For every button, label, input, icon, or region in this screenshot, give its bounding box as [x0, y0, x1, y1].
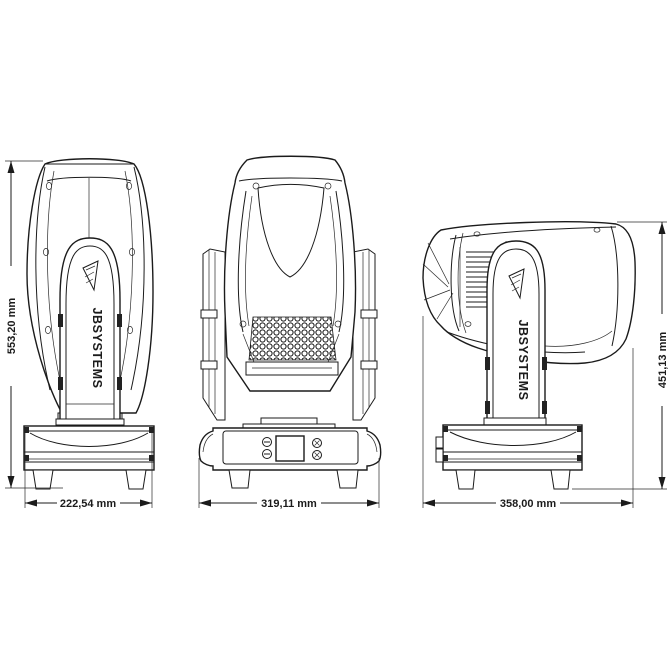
dimension-label-side-width: 222,54 mm	[60, 498, 116, 510]
menu-button	[262, 449, 272, 459]
front-view-left-arm	[200, 248, 226, 421]
dimension-profile-depth: 358,00 mm	[422, 316, 634, 510]
brand-logo-icon	[82, 260, 99, 292]
honeycomb-vent	[248, 316, 337, 361]
dimension-side-height: 553,20 mm	[3, 160, 63, 489]
front-view-head	[223, 155, 357, 392]
panel-screw-icon	[312, 438, 322, 448]
base-side-connector	[435, 436, 444, 449]
profile-view: JBSYSTEMS	[422, 221, 636, 490]
side-view: JBSYSTEMS	[23, 158, 155, 490]
profile-view-base	[435, 424, 583, 490]
base-side-connector	[435, 448, 444, 463]
dimension-annotations: 553,20 mm 222,54 mm 319,11 mm	[3, 160, 669, 510]
dimension-front-width: 319,11 mm	[198, 458, 380, 510]
side-view-head	[26, 158, 154, 422]
front-view	[198, 155, 382, 489]
side-view-base	[23, 425, 155, 490]
front-view-right-arm	[352, 248, 378, 421]
dimension-label-profile-height: 451,13 mm	[657, 332, 669, 388]
profile-arm-brand-text: JBSYSTEMS	[516, 319, 530, 400]
front-view-yoke-plate	[260, 417, 318, 425]
dimension-side-width: 222,54 mm	[24, 433, 153, 510]
side-view-yoke-arm: JBSYSTEMS	[55, 237, 125, 427]
side-view-foot	[125, 469, 147, 490]
side-view-foot	[32, 469, 54, 490]
front-view-base	[198, 427, 382, 489]
brand-logo-icon	[508, 268, 525, 300]
dimension-label-side-height: 553,20 mm	[6, 298, 18, 354]
menu-button	[262, 437, 272, 447]
display-screen	[275, 435, 305, 462]
dimension-label-front-width: 319,11 mm	[261, 498, 317, 510]
profile-view-foot	[550, 469, 571, 490]
dimension-label-profile-depth: 358,00 mm	[500, 498, 556, 510]
profile-view-foot	[455, 469, 476, 490]
profile-view-yoke-arm: JBSYSTEMS	[483, 240, 547, 427]
dimension-profile-height: 451,13 mm	[572, 221, 669, 490]
front-view-foot	[228, 469, 251, 489]
side-arm-brand-text: JBSYSTEMS	[90, 307, 104, 388]
front-view-foot	[336, 469, 359, 489]
panel-screw-icon	[312, 450, 322, 460]
